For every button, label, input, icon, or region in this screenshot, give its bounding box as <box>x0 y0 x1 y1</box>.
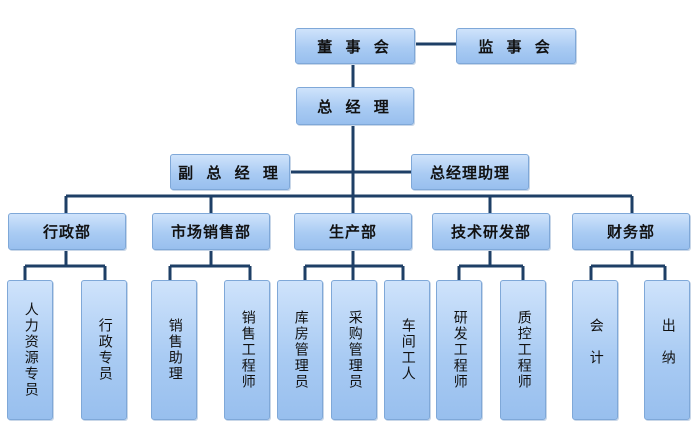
role-accountant-box: 会计 <box>572 280 618 420</box>
board-of-directors-box: 董 事 会 <box>295 28 415 64</box>
dept-admin-box: 行政部 <box>8 213 126 250</box>
role-cashier-box: 出纳 <box>644 280 690 420</box>
role-hr-specialist-box: 人力资源专员 <box>7 280 53 420</box>
role-admin-specialist-box: 行政专员 <box>81 280 127 420</box>
role-workshop-worker-box: 车间工人 <box>384 280 430 420</box>
dept-production-box: 生产部 <box>294 213 412 250</box>
role-qc-engineer-box: 质控工程师 <box>500 280 546 420</box>
deputy-general-manager-box: 副 总 经 理 <box>170 154 290 190</box>
role-warehouse-manager-box: 库房管理员 <box>277 280 323 420</box>
gm-assistant-box: 总经理助理 <box>411 154 529 190</box>
role-purchasing-manager-box: 采购管理员 <box>331 280 377 420</box>
role-sales-assistant-box: 销售助理 <box>151 280 197 420</box>
dept-rnd-box: 技术研发部 <box>432 213 550 250</box>
board-of-supervisors-box: 监 事 会 <box>456 28 576 64</box>
general-manager-box: 总 经 理 <box>296 87 414 125</box>
role-sales-engineer-box: 销售工程师 <box>224 280 270 420</box>
dept-marketing-sales-box: 市场销售部 <box>152 213 270 250</box>
dept-finance-box: 财务部 <box>572 213 690 250</box>
role-rnd-engineer-box: 研发工程师 <box>436 280 482 420</box>
